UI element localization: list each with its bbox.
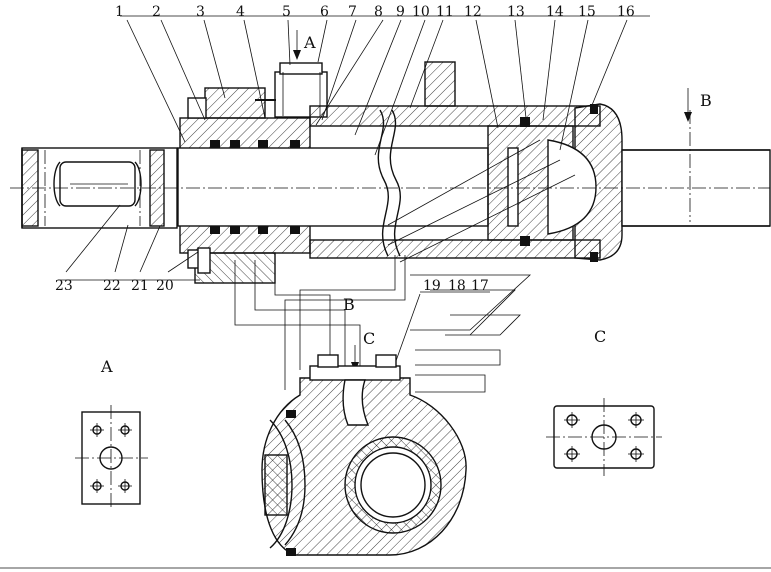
part-label-12: 12	[464, 4, 482, 20]
part-label-5: 5	[282, 4, 291, 20]
view-a-flange: A	[75, 357, 148, 510]
part-number-labels: 1 2 3 4 5 6 7 8 9 10 11 12 13 14 15 16 1…	[55, 4, 635, 373]
gland-seals	[210, 140, 300, 234]
part-label-8: 8	[374, 4, 383, 20]
view-arrow-b-label: B	[700, 91, 712, 110]
part-label-23: 23	[55, 278, 73, 294]
part-label-20: 20	[156, 278, 174, 294]
part-label-19: 19	[423, 278, 441, 294]
projection-lines	[234, 139, 576, 393]
part-label-3: 3	[196, 4, 205, 20]
section-b-trunnion	[261, 354, 467, 556]
part-label-14: 14	[546, 4, 564, 20]
view-c-title: C	[594, 327, 606, 346]
section-b-label: B	[343, 295, 355, 314]
part-label-15: 15	[578, 4, 596, 20]
part-label-22: 22	[103, 278, 121, 294]
view-a-title: A	[100, 357, 113, 376]
part-label-9: 9	[396, 4, 405, 20]
part-label-11: 11	[436, 4, 454, 20]
part-label-10: 10	[412, 4, 430, 20]
leader-lines	[58, 15, 650, 281]
part-label-16: 16	[617, 4, 635, 20]
part-label-21: 21	[131, 278, 149, 294]
part-label-2: 2	[152, 4, 161, 20]
part-label-18: 18	[448, 278, 466, 294]
part-label-7: 7	[348, 4, 357, 20]
view-arrow-c-label: C	[363, 329, 375, 348]
part-label-17: 17	[471, 278, 489, 294]
part-label-4: 4	[236, 4, 245, 20]
cylinder-main-section	[10, 61, 771, 284]
view-c-flange: C	[546, 327, 662, 476]
view-arrow-a-label: A	[303, 33, 316, 52]
part-label-6: 6	[320, 4, 329, 20]
part-label-1: 1	[115, 4, 124, 20]
part-label-13: 13	[507, 4, 525, 20]
